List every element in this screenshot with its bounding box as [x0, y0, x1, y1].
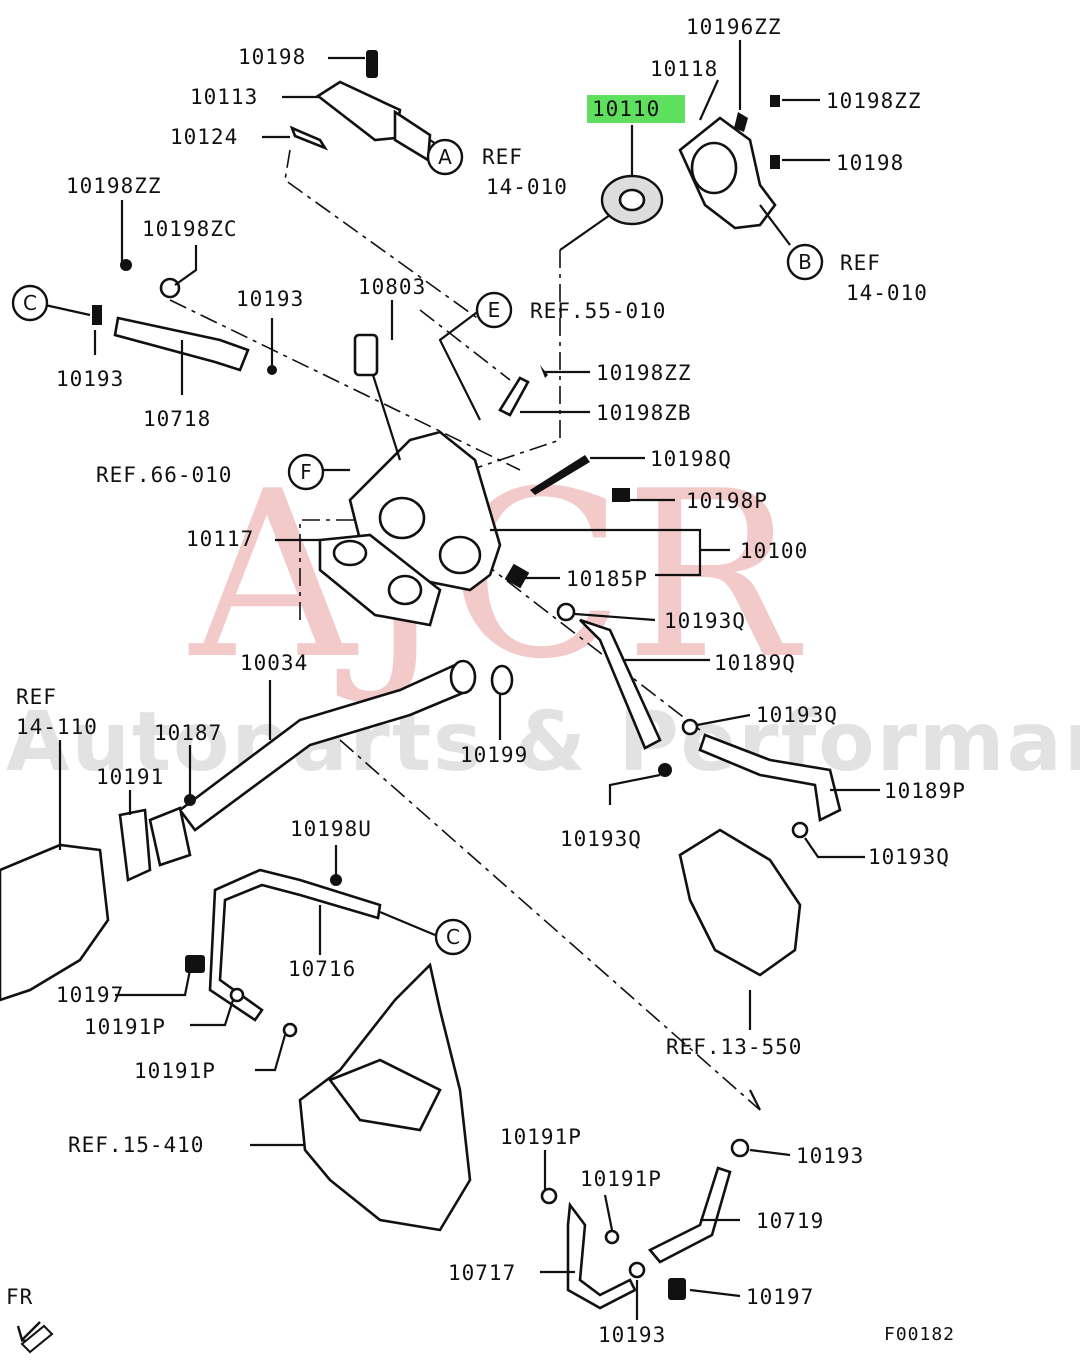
label-10719: 10719 [756, 1209, 824, 1233]
label-10193q-a: 10193Q [664, 609, 746, 633]
label-10803: 10803 [358, 275, 426, 299]
callout-e-letter: E [488, 298, 501, 322]
label-10100: 10100 [740, 539, 808, 563]
label-ref-110-num: 14-110 [16, 715, 98, 739]
label-10193q-c: 10193Q [560, 827, 642, 851]
callout-b-letter: B [798, 250, 812, 274]
label-10198-right: 10198 [836, 151, 904, 175]
part-10189p-hose [698, 733, 842, 822]
part-10110-thermostat [559, 174, 664, 251]
part-10189q-hose [579, 618, 662, 750]
part-10124-clamp [289, 125, 329, 151]
label-10198zb: 10198ZB [596, 401, 692, 425]
label-10193-c: 10193 [796, 1144, 864, 1168]
label-10198zz-left: 10198ZZ [66, 174, 162, 198]
label-10198q: 10198Q [650, 447, 732, 471]
part-10717-pipe [566, 1201, 637, 1310]
label-10193-b: 10193 [56, 367, 124, 391]
label-10191p-a: 10191P [84, 1015, 166, 1039]
label-10716: 10716 [288, 957, 356, 981]
callout-e: E [475, 291, 513, 329]
callout-c-left: C [11, 284, 49, 322]
label-fr: FR [6, 1285, 33, 1309]
label-10193q-d: 10193Q [868, 845, 950, 869]
part-water-pump [678, 828, 802, 977]
label-10113: 10113 [190, 85, 258, 109]
label-10191p-b: 10191P [134, 1059, 216, 1083]
part-10197-bolt-b [668, 1278, 686, 1300]
label-10189p: 10189P [884, 779, 966, 803]
label-10191p-d: 10191P [580, 1167, 662, 1191]
part-block-left [0, 843, 110, 1002]
callout-c-right-letter: C [446, 925, 460, 949]
label-ref-13-550: REF.13-550 [666, 1035, 802, 1059]
label-10198zz-right: 10198ZZ [826, 89, 922, 113]
callout-b: B [786, 243, 824, 281]
label-10185p: 10185P [566, 567, 648, 591]
label-10198-top: 10198 [238, 45, 306, 69]
callout-c-right: C [434, 918, 472, 956]
label-ref-b: REF [840, 251, 881, 275]
label-10193q-b: 10193Q [756, 703, 838, 727]
label-ref-b-num: 14-010 [846, 281, 928, 305]
label-10717: 10717 [448, 1261, 516, 1285]
label-10198p: 10198P [686, 489, 768, 513]
label-ref-110: REF [16, 685, 57, 709]
diagram-code: F00182 [884, 1324, 955, 1345]
part-labels: 10198 10113 10124 REF 14-010 10198ZZ 101… [6, 15, 966, 1347]
center-lines [169, 149, 761, 1111]
label-ref-e: REF.55-010 [530, 299, 666, 323]
label-10198u: 10198U [290, 817, 372, 841]
part-10803-sensor [353, 333, 379, 377]
label-ref-a: REF [482, 145, 523, 169]
highlight-10110 [587, 95, 685, 123]
label-10187: 10187 [154, 721, 222, 745]
label-10117: 10117 [186, 527, 254, 551]
label-10189q: 10189Q [714, 651, 796, 675]
part-10191-gasket [118, 806, 192, 882]
part-10716-pipe [208, 868, 382, 1022]
label-10199: 10199 [460, 743, 528, 767]
label-10124: 10124 [170, 125, 238, 149]
watermark-tagline: Autoparts & Performance [6, 695, 1080, 790]
label-10197-a: 10197 [56, 983, 124, 1007]
label-10191p-c: 10191P [500, 1125, 582, 1149]
label-ref-15-410: REF.15-410 [68, 1133, 204, 1157]
label-10718: 10718 [143, 407, 211, 431]
callout-a-letter: A [438, 145, 452, 169]
arrow-down-left-icon [16, 1321, 54, 1354]
fastener-markers [92, 95, 809, 1279]
callout-c-left-letter: C [23, 291, 37, 315]
label-ref-f: REF.66-010 [96, 463, 232, 487]
label-10191: 10191 [96, 765, 164, 789]
callout-f-letter: F [300, 460, 312, 484]
leader-lines [44, 40, 880, 1320]
part-10118-housing [678, 116, 777, 230]
label-10034: 10034 [240, 651, 308, 675]
part-10113-hose [315, 80, 432, 163]
part-10198-bolt-top [366, 50, 378, 78]
label-10198zc: 10198ZC [142, 217, 238, 241]
label-10110: 10110 [592, 97, 660, 121]
part-turbo [298, 962, 472, 1232]
callout-f: F [287, 453, 325, 491]
part-10117-gasket [318, 533, 442, 627]
watermark-brand: AJCR [188, 443, 803, 710]
label-10118: 10118 [650, 57, 718, 81]
part-10719-hose [647, 1166, 732, 1264]
label-10198zz-mid: 10198ZZ [596, 361, 692, 385]
part-10197-bolt [185, 955, 205, 973]
label-10197-b: 10197 [746, 1285, 814, 1309]
label-10193-a: 10193 [236, 287, 304, 311]
part-10034-pipe [178, 659, 514, 832]
label-ref-a-num: 14-010 [486, 175, 568, 199]
label-10196zz: 10196ZZ [686, 15, 782, 39]
callout-a: A [426, 138, 464, 176]
label-10193-d: 10193 [598, 1323, 666, 1347]
